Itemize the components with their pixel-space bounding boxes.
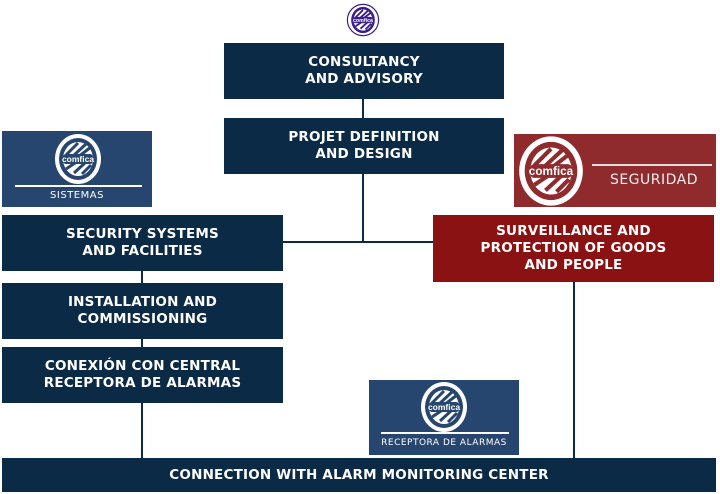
sistemas-label: SISTEMAS (50, 190, 104, 201)
comfica-seal-icon (516, 135, 586, 207)
node-project-definition: PROJET DEFINITION AND DESIGN (224, 118, 504, 174)
seguridad-panel: SEGURIDAD (514, 134, 716, 207)
sistemas-panel: SISTEMAS (2, 131, 152, 207)
node-label: PROJET DEFINITION AND DESIGN (288, 129, 440, 162)
node-label: CONEXIÓN CON CENTRAL RECEPTORA DE ALARMA… (43, 358, 242, 391)
connector-line (283, 241, 433, 243)
node-consultancy: CONSULTANCY AND ADVISORY (224, 43, 504, 99)
node-security-systems: SECURITY SYSTEMS AND FACILITIES (2, 215, 283, 271)
node-label: SECURITY SYSTEMS AND FACILITIES (66, 226, 219, 259)
node-surveillance: SURVEILLANCE AND PROTECTION OF GOODS AND… (433, 215, 714, 282)
node-label: CONSULTANCY AND ADVISORY (305, 54, 423, 87)
node-label: SURVEILLANCE AND PROTECTION OF GOODS AND… (480, 223, 667, 273)
comfica-seal-icon (53, 133, 103, 185)
seguridad-label: SEGURIDAD (609, 172, 699, 188)
comfica-seal-icon (419, 381, 469, 433)
connector-line (573, 282, 575, 459)
node-connection-monitoring: CONNECTION WITH ALARM MONITORING CENTER (2, 458, 716, 492)
node-label: CONNECTION WITH ALARM MONITORING CENTER (169, 466, 549, 483)
receptora-label: RECEPTORA DE ALARMAS (381, 438, 507, 448)
node-label: INSTALLATION AND COMMISSIONING (67, 294, 218, 327)
receptora-panel: RECEPTORA DE ALARMAS (369, 380, 519, 455)
comfica-logo-icon (346, 3, 380, 37)
node-conexion: CONEXIÓN CON CENTRAL RECEPTORA DE ALARMA… (2, 347, 283, 403)
node-installation: INSTALLATION AND COMMISSIONING (2, 283, 283, 339)
